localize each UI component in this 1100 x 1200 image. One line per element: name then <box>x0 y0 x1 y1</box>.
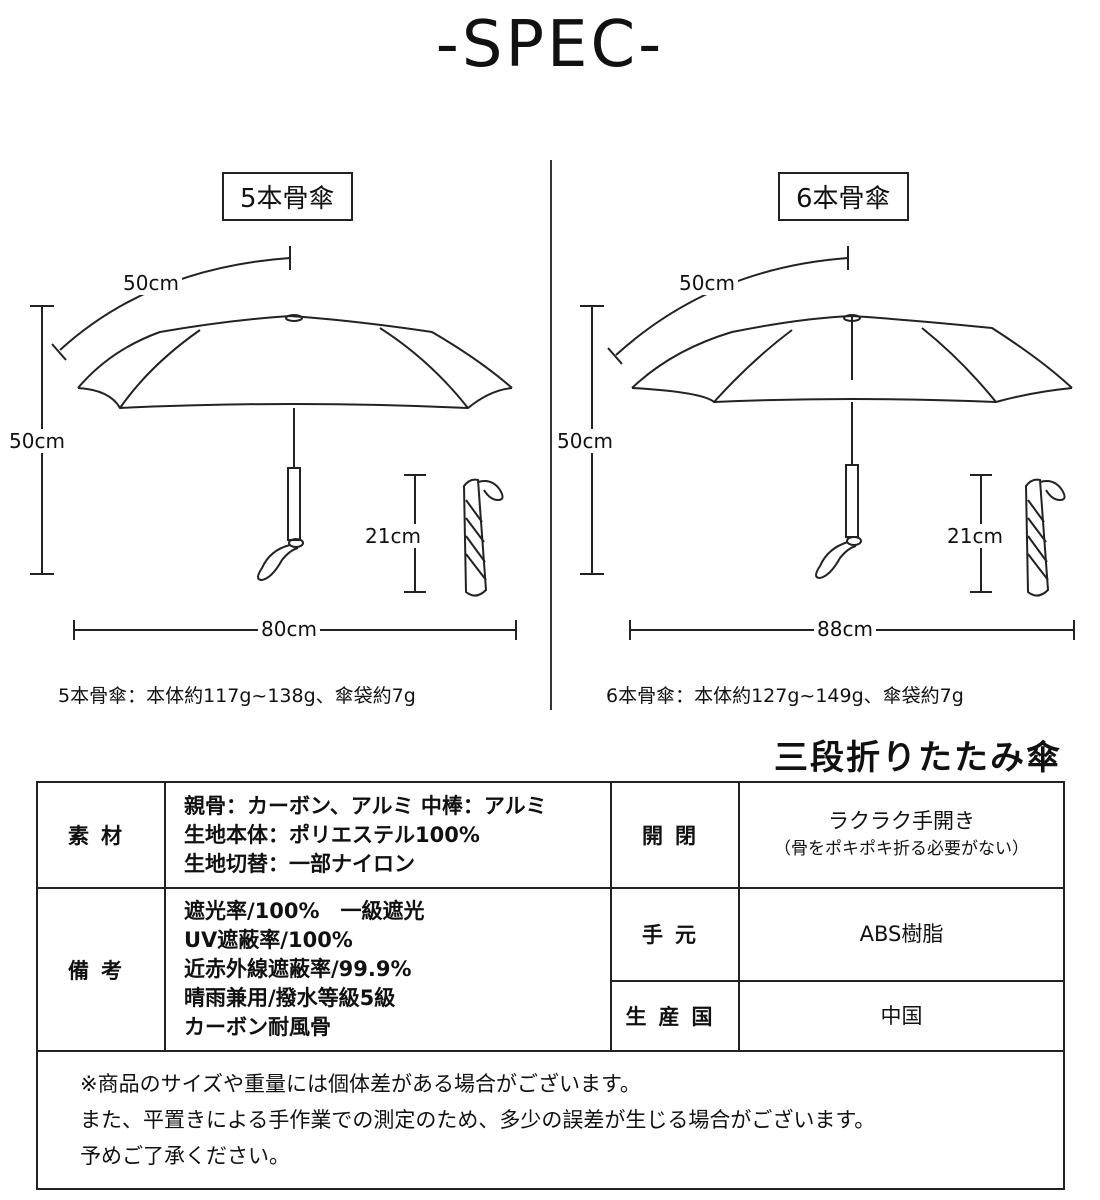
open-head: 開閉 <box>610 781 740 889</box>
note-line: 予めご了承ください。 <box>80 1144 290 1168</box>
six-rib-label: 6本骨傘 <box>778 172 909 221</box>
page-title: -SPEC- <box>435 8 665 82</box>
canopy-edge <box>631 387 1073 404</box>
five-rib-folded-length: 21cm <box>362 524 424 548</box>
folded-umbrella <box>462 478 488 597</box>
remarks-line: 近赤外線遮蔽率/99.9% <box>184 957 412 981</box>
open-main: ラクラク手開き <box>828 809 975 833</box>
origin-head: 生産国 <box>610 979 740 1053</box>
remarks-line: カーボン耐風骨 <box>184 1015 331 1039</box>
canopy-edge <box>77 387 513 410</box>
handle-value: ABS樹脂 <box>738 887 1065 982</box>
five-rib-weight: 5本骨傘：本体約117g~138g、傘袋約7g <box>58 685 416 707</box>
five-rib-label: 5本骨傘 <box>222 172 353 221</box>
origin-value: 中国 <box>738 979 1065 1053</box>
folded-umbrella <box>1024 478 1050 597</box>
five-rib-width: 80cm <box>258 617 320 641</box>
note-line: また、平置きによる手作業での測定のため、多少の誤差が生じる場合がございます。 <box>80 1108 876 1132</box>
material-line: 生地切替：一部ナイロン <box>184 851 415 876</box>
open-value: ラクラク手開き （骨をポキポキ折る必要がない） <box>738 781 1065 889</box>
six-rib-panel: 6本骨傘 50cm 50cm 21cm 88cm 6本骨傘：本体約127g~14… <box>552 150 1100 710</box>
open-sub: （骨をポキポキ折る必要がない） <box>774 839 1029 859</box>
six-rib-length: 50cm <box>676 271 738 295</box>
canopy-top <box>77 314 513 389</box>
spec-row-remarks: 備考 遮光率/100% 一級遮光 UV遮蔽率/100% 近赤外線遮蔽率/99.9… <box>36 887 1065 1052</box>
remarks-line: 晴雨兼用/撥水等級5級 <box>184 986 396 1010</box>
handle-grip <box>845 464 859 538</box>
remarks-line: 遮光率/100% 一級遮光 <box>184 899 425 923</box>
spec-row-origin: 生産国 中国 <box>37 979 1065 1053</box>
note-line: ※商品のサイズや重量には個体差がある場合がございます。 <box>80 1072 641 1096</box>
remarks-value: 遮光率/100% 一級遮光 UV遮蔽率/100% 近赤外線遮蔽率/99.9% 晴… <box>164 887 612 1052</box>
six-rib-height: 50cm <box>554 429 616 453</box>
spec-table: 素材 親骨：カーボン、アルミ 中棒：アルミ 生地本体：ポリエステル100% 生地… <box>36 781 1065 1190</box>
handle-head: 手元 <box>610 887 740 982</box>
spec-row-material: 素材 親骨：カーボン、アルミ 中棒：アルミ 生地本体：ポリエステル100% 生地… <box>36 781 1065 889</box>
product-type-heading: 三段折りたたみ傘 <box>774 738 1062 778</box>
remarks-head: 備考 <box>36 887 166 1052</box>
material-value: 親骨：カーボン、アルミ 中棒：アルミ 生地本体：ポリエステル100% 生地切替：… <box>164 781 612 889</box>
five-rib-length: 50cm <box>120 271 182 295</box>
material-head: 素材 <box>36 781 166 889</box>
handle-grip <box>287 467 301 541</box>
panel-divider <box>550 160 552 710</box>
material-line: 生地本体：ポリエステル100% <box>184 822 480 847</box>
six-rib-folded-length: 21cm <box>944 524 1006 548</box>
notes: ※商品のサイズや重量には個体差がある場合がございます。 また、平置きによる手作業… <box>36 1050 1065 1190</box>
remarks-line: UV遮蔽率/100% <box>184 928 353 952</box>
spec-row-notes: ※商品のサイズや重量には個体差がある場合がございます。 また、平置きによる手作業… <box>36 1050 1065 1190</box>
six-rib-weight: 6本骨傘：本体約127g~149g、傘袋約7g <box>606 685 964 707</box>
six-rib-width: 88cm <box>814 617 876 641</box>
five-rib-panel: 5本骨傘 50cm 50cm 21cm 80cm 5本骨傘：本体約117g~13… <box>0 150 550 710</box>
material-line: 親骨：カーボン、アルミ 中棒：アルミ <box>184 793 547 818</box>
five-rib-height: 50cm <box>6 429 68 453</box>
